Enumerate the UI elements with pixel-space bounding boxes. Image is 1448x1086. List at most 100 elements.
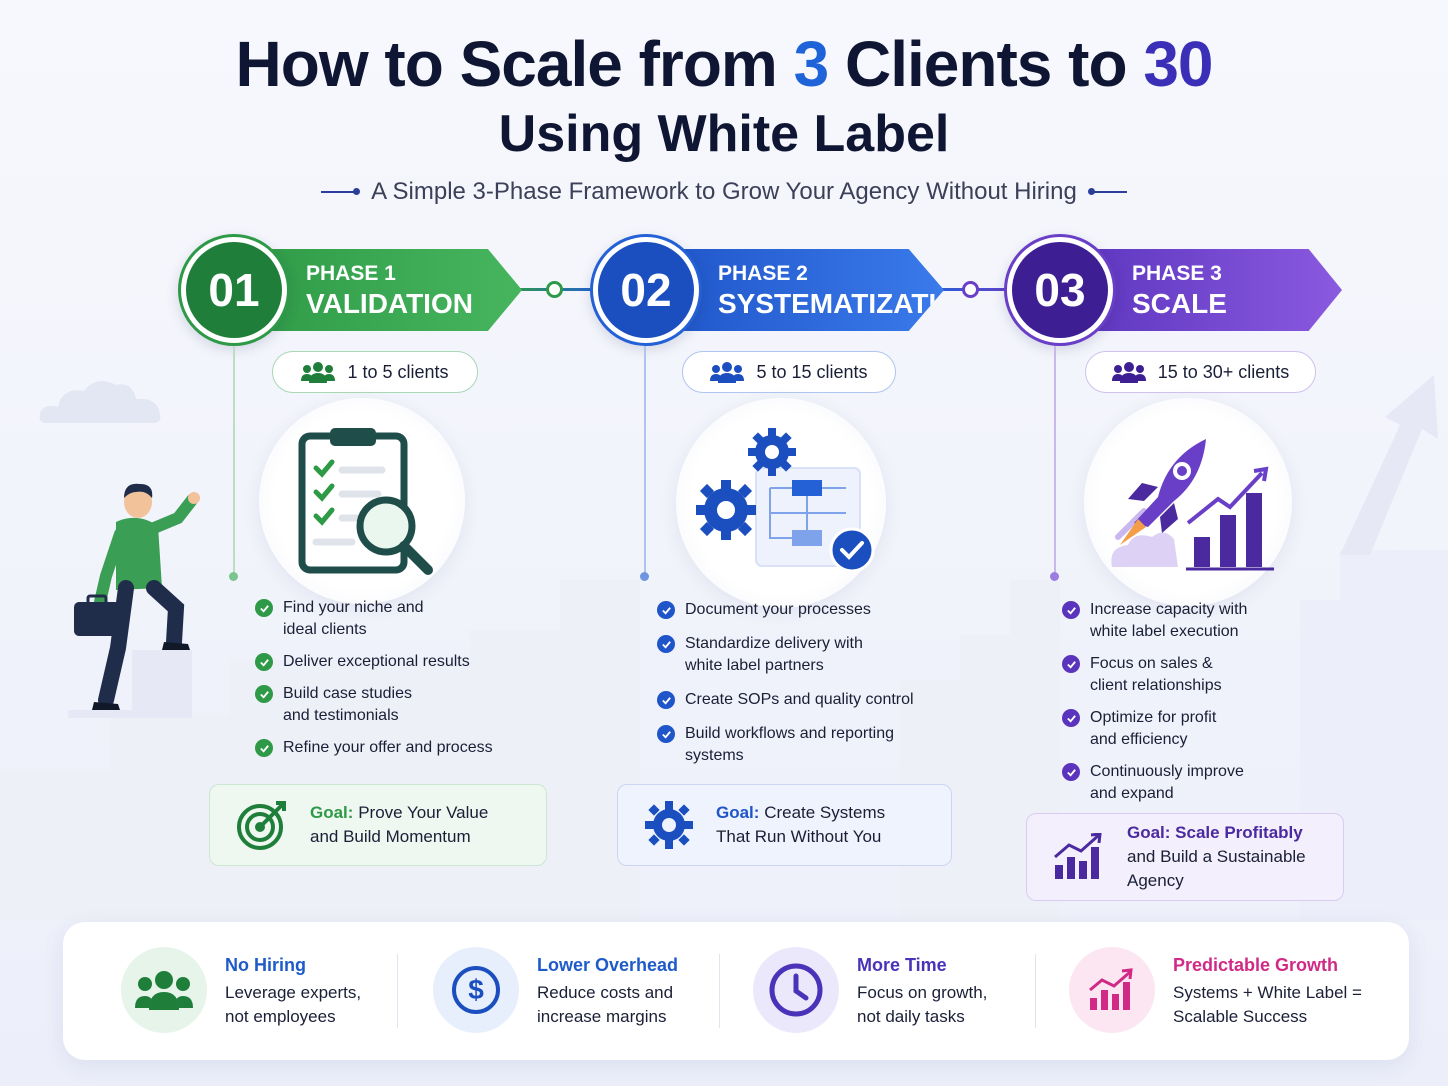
- rocket-growth-icon: [1111, 439, 1274, 571]
- gears-workflow-icon: [696, 428, 875, 573]
- phase2-clients-pill: 5 to 15 clients: [682, 351, 896, 393]
- phase3-number-badge: 03: [1004, 234, 1116, 346]
- list-item: Standardize delivery with white label pa…: [657, 633, 947, 677]
- phase3-banner: PHASE 3 SCALE: [1064, 249, 1342, 331]
- list-item: Build workflows and reporting systems: [657, 723, 947, 767]
- benefit-no-hiring: No Hiring Leverage experts, not employee…: [121, 947, 375, 1037]
- phase2-goal-label: Goal:: [716, 803, 760, 822]
- svg-text:$: $: [468, 974, 484, 1005]
- phase1-number: 01: [186, 242, 282, 338]
- climbing-person-illustration: [68, 483, 200, 718]
- connector-dot-2: [962, 281, 979, 298]
- phase1-clients-pill: 1 to 5 clients: [272, 351, 478, 393]
- phase1-goal-label: Goal:: [310, 803, 354, 822]
- check-icon: [1062, 763, 1080, 781]
- check-icon: [657, 725, 675, 743]
- phase3-goal-label: Goal: Scale Profitably: [1127, 823, 1303, 842]
- dollar-icon: $: [433, 947, 519, 1033]
- phase3-items: Increase capacity with white label execu…: [1062, 599, 1302, 817]
- list-item: Find your niche and ideal clients: [255, 597, 525, 641]
- check-icon: [255, 599, 273, 617]
- phase3-goal: Goal: Scale Profitably and Build a Susta…: [1026, 813, 1344, 901]
- phase3-name: SCALE: [1132, 288, 1227, 319]
- team-icon: [121, 947, 207, 1033]
- phase2-name: SYSTEMATIZATION: [718, 288, 979, 319]
- phase2-banner: PHASE 2 SYSTEMATIZATION: [650, 249, 944, 331]
- phase2-clients-text: 5 to 15 clients: [756, 361, 868, 382]
- benefit-more-time: More Time Focus on growth, not daily tas…: [753, 947, 1007, 1037]
- check-icon: [657, 691, 675, 709]
- benefit-desc: Reduce costs and increase margins: [537, 983, 674, 1026]
- tagline: A Simple 3-Phase Framework to Grow Your …: [0, 178, 1448, 206]
- phase3-vdot: [1050, 572, 1059, 581]
- phase2-illustration: [676, 398, 886, 608]
- phase2-goal: Goal: Create Systems That Run Without Yo…: [617, 784, 952, 866]
- phase3-clients-text: 15 to 30+ clients: [1157, 361, 1290, 382]
- phase2-number: 02: [598, 242, 694, 338]
- tagline-rule-left: [321, 188, 361, 195]
- tagline-rule-right: [1087, 188, 1127, 195]
- phase1-clients-text: 1 to 5 clients: [347, 361, 449, 382]
- growth-chart-icon: [1054, 833, 1102, 879]
- phase3-vline: [1054, 346, 1056, 576]
- divider: [397, 954, 398, 1028]
- list-item: Optimize for profit and efficiency: [1062, 707, 1302, 751]
- phase2-items: Document your processes Standardize deli…: [657, 599, 947, 779]
- phase2-vdot: [640, 572, 649, 581]
- phase3-label: PHASE 3: [1132, 262, 1222, 285]
- phase1-vdot: [229, 572, 238, 581]
- benefit-desc: Leverage experts, not employees: [225, 983, 362, 1026]
- phase1-name: VALIDATION: [306, 288, 473, 319]
- list-item: Create SOPs and quality control: [657, 689, 947, 711]
- tagline-text: A Simple 3-Phase Framework to Grow Your …: [371, 178, 1077, 205]
- phase1-vline: [233, 346, 235, 576]
- check-icon: [255, 739, 273, 757]
- list-item: Build case studies and testimonials: [255, 683, 525, 727]
- check-icon: [657, 635, 675, 653]
- check-icon: [657, 601, 675, 619]
- list-item: Refine your offer and process: [255, 737, 525, 759]
- clock-icon: [753, 947, 839, 1033]
- benefit-predictable-growth: Predictable Growth Systems + White Label…: [1069, 947, 1373, 1037]
- check-icon: [1062, 601, 1080, 619]
- check-icon: [255, 653, 273, 671]
- gear-icon: [645, 801, 693, 849]
- page-title-line2: Using White Label: [498, 105, 950, 163]
- background-cloud: [39, 381, 161, 423]
- divider: [1035, 954, 1036, 1028]
- check-icon: [255, 685, 273, 703]
- phase3-goal-text: and Build a Sustainable Agency: [1127, 847, 1306, 890]
- team-icon: [710, 362, 745, 383]
- phase3-number: 03: [1012, 242, 1108, 338]
- benefit-lower-overhead: $ Lower Overhead Reduce costs and increa…: [433, 947, 687, 1037]
- phase1-items: Find your niche and ideal clients Delive…: [255, 597, 525, 771]
- benefit-title: Predictable Growth: [1173, 955, 1339, 975]
- list-item: Increase capacity with white label execu…: [1062, 599, 1302, 643]
- list-item: Continuously improve and expand: [1062, 761, 1302, 805]
- phase1-goal-text: Prove Your Value and Build Momentum: [310, 803, 489, 846]
- page-title: How to Scale from 3 Clients to 30: [235, 28, 1214, 100]
- benefit-title: More Time: [857, 955, 947, 975]
- phase2-goal-text: Create Systems That Run Without You: [716, 803, 886, 846]
- growth-chart-icon: [1069, 947, 1155, 1033]
- background-arrow: [1340, 375, 1438, 555]
- benefit-title: Lower Overhead: [537, 955, 679, 975]
- phase1-label: PHASE 1: [306, 262, 396, 285]
- phase1-goal: Goal: Prove Your Value and Build Momentu…: [209, 784, 547, 866]
- target-icon: [237, 801, 286, 850]
- benefit-desc: Focus on growth, not daily tasks: [857, 983, 988, 1026]
- phase2-vline: [644, 346, 646, 576]
- check-icon: [1062, 655, 1080, 673]
- check-icon: [1062, 709, 1080, 727]
- connector-dot-1: [546, 281, 563, 298]
- phase1-number-badge: 01: [178, 234, 290, 346]
- team-icon: [1111, 362, 1146, 383]
- clipboard-magnifier-icon: [298, 428, 433, 575]
- divider: [719, 954, 720, 1028]
- phase2-label: PHASE 2: [718, 262, 808, 285]
- phase2-number-badge: 02: [590, 234, 702, 346]
- phase3-illustration: [1084, 398, 1292, 606]
- benefits-bar: No Hiring Leverage experts, not employee…: [63, 922, 1409, 1060]
- phase1-illustration: [259, 398, 465, 604]
- phase3-clients-pill: 15 to 30+ clients: [1085, 351, 1316, 393]
